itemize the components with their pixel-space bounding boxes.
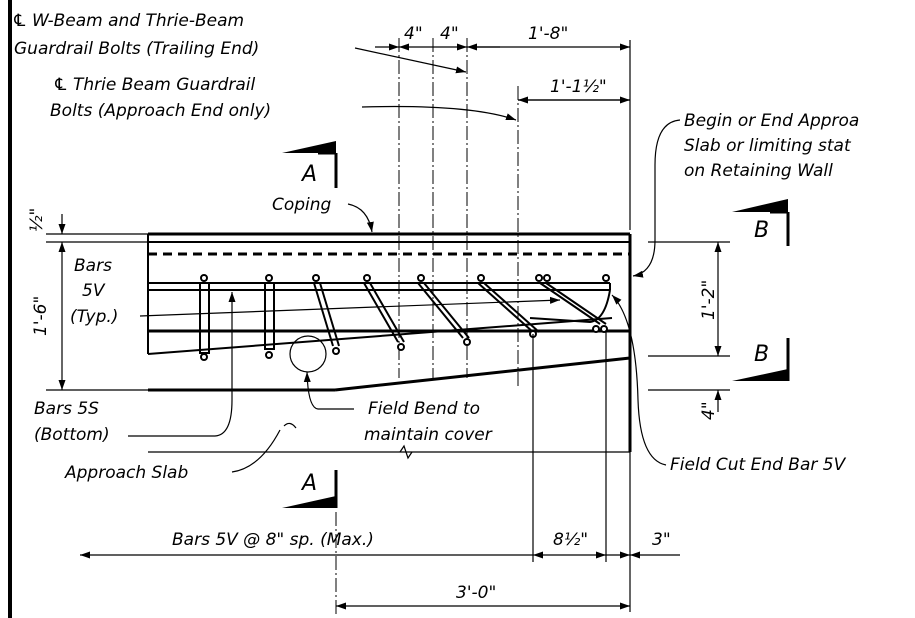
bottom-extension-lines	[532, 330, 631, 612]
bars5v-label-2: 5V	[82, 281, 106, 301]
leader-coping	[347, 203, 374, 233]
coping-label: Coping	[272, 195, 332, 215]
section-a-top-marker	[282, 141, 338, 188]
cl-thrie-label-1: Thrie Beam Guardrail	[73, 75, 256, 95]
bars5v-label-1: Bars	[74, 256, 112, 276]
section-b-bottom-letter: B	[754, 342, 769, 367]
leader-begin-end	[632, 119, 681, 278]
top-longitudinal-bar	[148, 282, 611, 291]
cl-wbeam-label-1: W-Beam and Thrie-Beam	[32, 11, 244, 31]
dim-3ft-0in: 3'-0"	[456, 583, 496, 603]
dim-half-in: ½"	[27, 208, 47, 232]
centerline-symbol: ℄ ℄	[12, 11, 68, 95]
bars5s-label-1: Bars 5S	[34, 399, 99, 419]
break-symbol	[399, 444, 413, 460]
field-bend-label-1: Field Bend to	[368, 399, 480, 419]
leader-field-bend	[303, 371, 354, 410]
leader-thrie	[361, 105, 517, 121]
begin-end-label-3: on Retaining Wall	[684, 161, 833, 181]
dim-4in-a: 4"	[404, 24, 423, 44]
dim-4in-vert: 4"	[699, 401, 719, 420]
section-b-top-marker	[732, 199, 790, 246]
dim-1ft-2in: 1'-2"	[699, 280, 719, 320]
right-vertical-dimensions	[648, 241, 730, 412]
leader-bars5v	[139, 296, 561, 317]
field-cut-label: Field Cut End Bar 5V	[670, 455, 847, 475]
dim-1ft-6in: 1'-6"	[31, 296, 51, 336]
leader-field-cut	[611, 294, 667, 466]
bolt-centerlines	[398, 38, 519, 388]
left-vertical-dimensions	[46, 214, 148, 391]
slab-break-mark	[283, 422, 297, 429]
dim-8-half-in: 8½"	[553, 530, 588, 550]
dim-1ft-1-half: 1'-1½"	[550, 77, 607, 97]
dim-3in: 3"	[652, 530, 671, 550]
cl-wbeam-label-2: Guardrail Bolts (Trailing End)	[14, 39, 259, 59]
svg-text:℄: ℄	[12, 11, 27, 31]
bars5s-label-2: (Bottom)	[34, 425, 110, 445]
approach-slab-label: Approach Slab	[64, 463, 188, 483]
begin-end-label-1: Begin or End Approa	[684, 111, 859, 131]
bars5v-label-3: (Typ.)	[70, 307, 118, 327]
svg-text:℄: ℄	[53, 75, 68, 95]
dim-4in-b: 4"	[440, 24, 459, 44]
bar-dots	[200, 274, 610, 361]
section-b-top-letter: B	[754, 218, 769, 243]
section-b-bottom-marker	[732, 338, 790, 381]
section-a-bottom-letter: A	[300, 471, 317, 496]
top-dimension-line	[375, 40, 631, 230]
leader-wbeam	[354, 47, 467, 74]
field-bend-label-2: maintain cover	[364, 425, 493, 445]
bars-spacing-label: Bars 5V @ 8" sp. (Max.)	[172, 530, 374, 550]
stirrup-bars-5v	[199, 282, 607, 354]
section-a-bottom-marker	[282, 470, 338, 508]
begin-end-label-2: Slab or limiting stat	[684, 136, 852, 156]
dim-1ft-8in: 1'-8"	[528, 24, 568, 44]
leader-bars5s	[128, 292, 236, 437]
cl-thrie-label-2: Bolts (Approach End only)	[50, 101, 271, 121]
field-cut-end-bar	[529, 289, 611, 324]
leader-approach-slab	[231, 429, 281, 473]
slab-outline	[147, 232, 632, 452]
section-a-top-letter: A	[300, 162, 317, 187]
